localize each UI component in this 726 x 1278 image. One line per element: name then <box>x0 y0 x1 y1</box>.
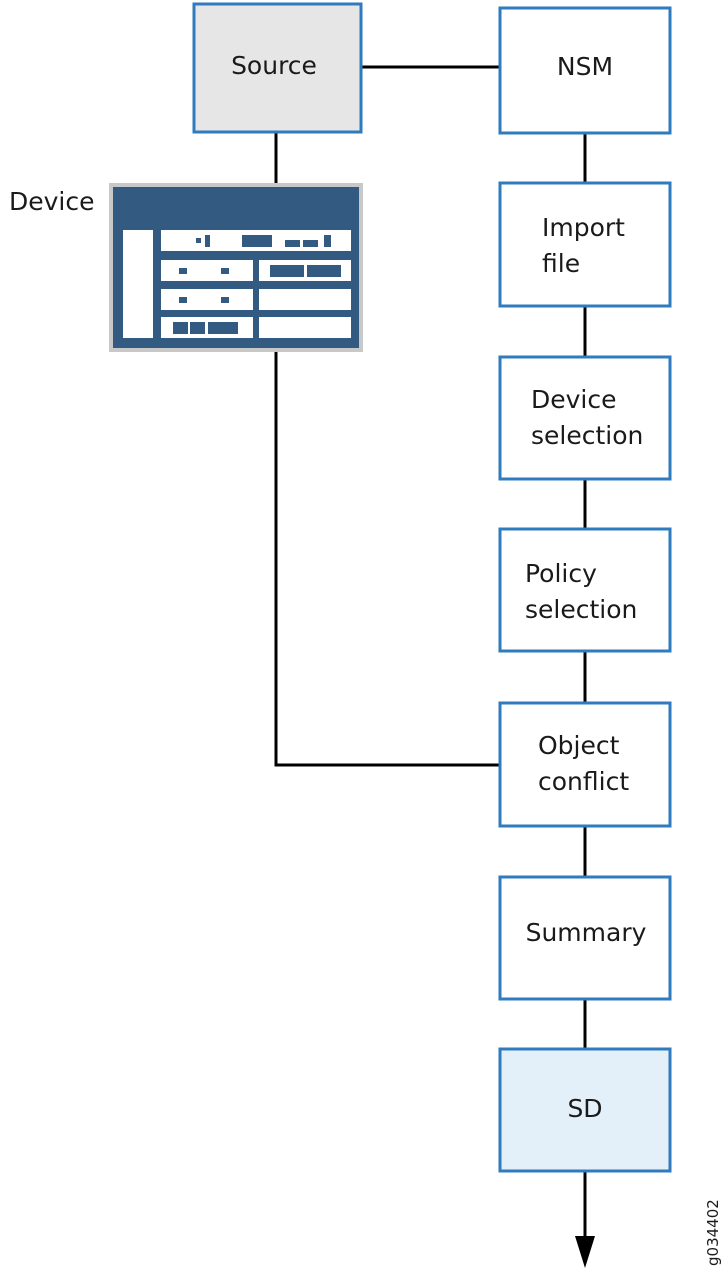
sd-box <box>498 1047 672 1173</box>
summary-box <box>498 875 672 1001</box>
policy-selection-label: Policy selection <box>525 559 637 624</box>
object-conflict-line-2: conflict <box>538 767 629 796</box>
nsm-label: NSM <box>557 52 613 81</box>
device-selection-box <box>498 355 672 481</box>
sd-label: SD <box>567 1094 602 1123</box>
policy-selection-node: Policy selection <box>498 527 672 653</box>
network-device-icon <box>109 183 363 352</box>
device-selection-line-1: Device <box>531 385 617 414</box>
policy-selection-line-2: selection <box>525 595 637 624</box>
output-arrowhead <box>575 1236 595 1268</box>
object-conflict-label: Object conflict <box>538 731 629 796</box>
nsm-node: NSM <box>498 6 672 135</box>
nsm-box <box>498 6 672 135</box>
source-node: Source <box>192 2 363 134</box>
summary-label: Summary <box>526 918 647 947</box>
connectors <box>274 65 587 1238</box>
figure-id: g034402 <box>704 1199 722 1266</box>
object-conflict-node: Object conflict <box>498 701 672 828</box>
device-selection-line-2: selection <box>531 421 643 450</box>
policy-selection-line-1: Policy <box>525 559 597 588</box>
object-conflict-line-1: Object <box>538 731 620 760</box>
object-conflict-box <box>498 701 672 828</box>
source-box <box>192 2 363 134</box>
policy-selection-box <box>498 527 672 653</box>
import-file-line-1: Import <box>542 213 625 242</box>
device-selection-node: Device selection <box>498 355 672 481</box>
sd-node: SD <box>498 1047 672 1173</box>
import-file-line-2: file <box>542 249 580 278</box>
import-file-node: Import file <box>498 181 672 308</box>
summary-node: Summary <box>498 875 672 1001</box>
source-label: Source <box>231 51 317 80</box>
device-label: Device <box>9 187 95 216</box>
import-file-label: Import file <box>542 213 633 278</box>
device-selection-label: Device selection <box>531 385 643 450</box>
connector-device-object-conflict <box>274 350 500 767</box>
import-file-box <box>498 181 672 308</box>
